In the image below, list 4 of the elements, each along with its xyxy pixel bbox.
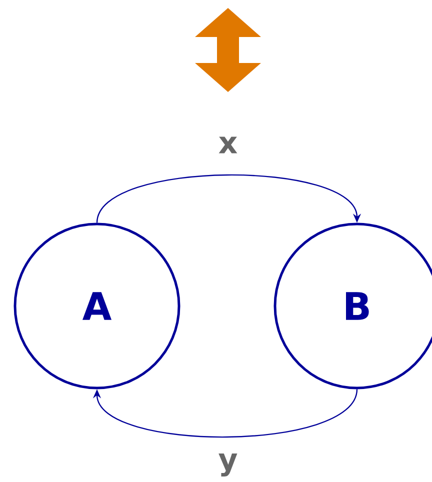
arrow	[92, 389, 358, 438]
edge-label: x	[218, 136, 238, 154]
arrow	[96, 174, 362, 223]
edge-label: y	[218, 454, 238, 476]
